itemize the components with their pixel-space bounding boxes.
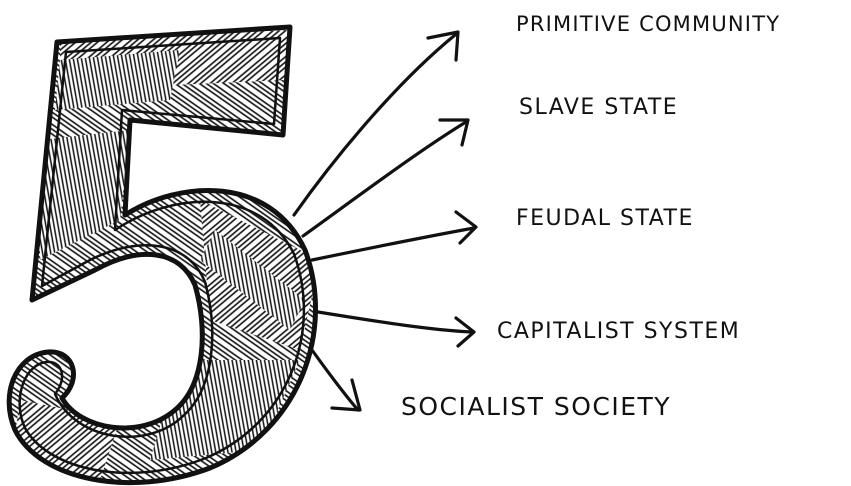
arrow-socialist-society: [312, 350, 360, 410]
arrow-feudal-state: [312, 212, 476, 260]
label-slave-state: Slave State: [519, 97, 678, 119]
label-primitive-community: Primitive Community: [516, 14, 780, 35]
arrow-slave-state: [303, 120, 468, 236]
arrow-primitive-community: [294, 32, 458, 215]
numeral-five: [0, 20, 340, 486]
label-capitalist-system: Capitalist System: [497, 321, 740, 343]
label-socialist-society: Socialist Society: [401, 394, 671, 419]
label-feudal-state: Feudal State: [516, 208, 694, 230]
arrows: [294, 32, 476, 410]
arrow-capitalist-system: [318, 312, 474, 346]
